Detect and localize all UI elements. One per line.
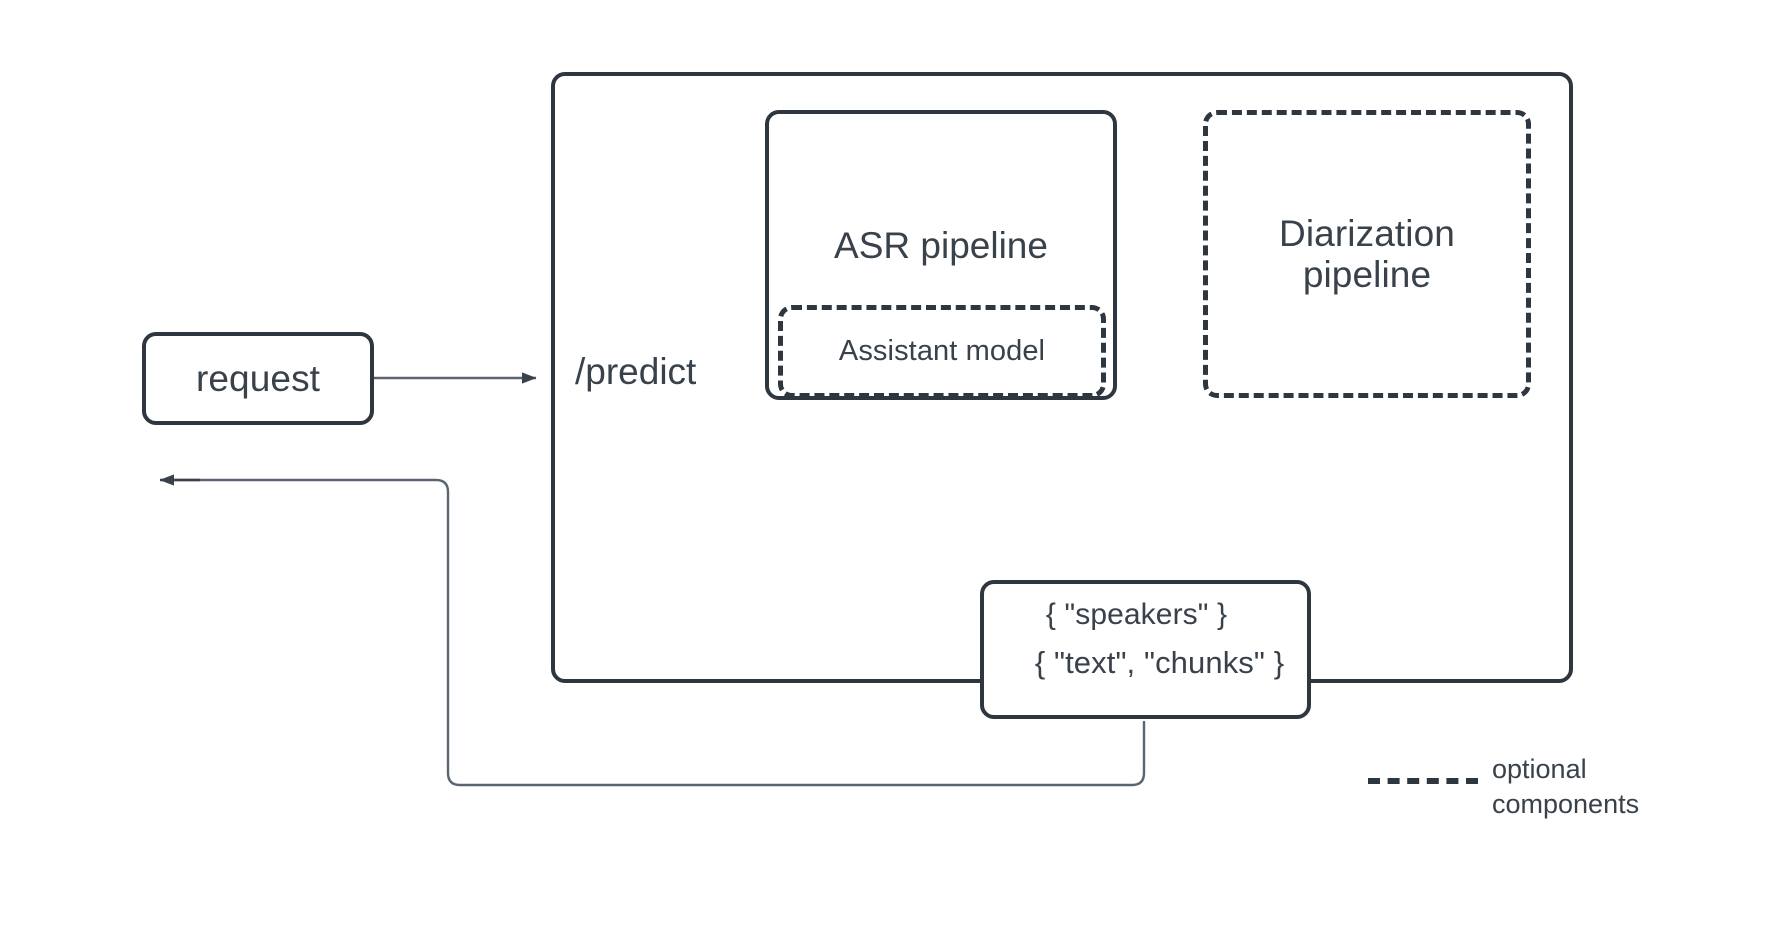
node-output[interactable]: { "speakers" } { "text", "chunks" } [980, 580, 1311, 719]
edge-output-to-response [159, 474, 1146, 787]
dashed-line-icon [1368, 778, 1478, 784]
legend: optional components [1368, 752, 1768, 842]
node-diarization-pipeline[interactable]: Diarization pipeline [1203, 110, 1531, 398]
node-diarization-pipeline-label: Diarization pipeline [1279, 212, 1455, 295]
node-asr-pipeline-label: ASR pipeline [834, 225, 1048, 266]
node-request-label: request [195, 357, 321, 399]
node-assistant-model-label: Assistant model [838, 335, 1046, 368]
node-request[interactable]: request [142, 332, 374, 425]
legend-label: optional components [1492, 754, 1640, 820]
node-predict-label: /predict [575, 351, 697, 392]
node-output-speakers-label: { "speakers" } [1045, 598, 1228, 631]
node-assistant-model[interactable]: Assistant model [778, 305, 1106, 398]
node-asr-pipeline[interactable] [765, 110, 1117, 400]
node-output-text-chunks-label: { "text", "chunks" } [1034, 645, 1285, 680]
